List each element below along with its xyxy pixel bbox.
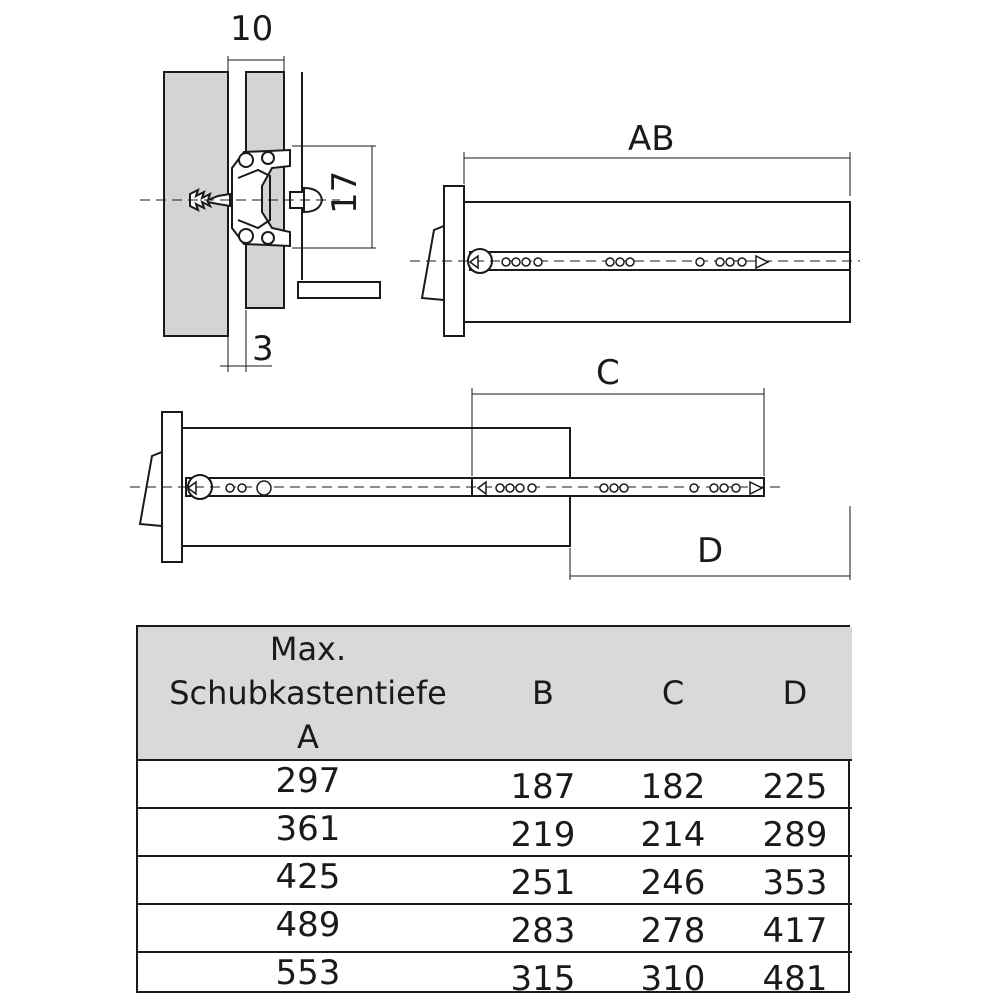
- cell-a: 297: [138, 760, 478, 809]
- dim-setback: 3: [252, 329, 274, 369]
- technical-drawing: 10 17 3 AB: [130, 9, 860, 580]
- cell-d: 481: [762, 959, 828, 999]
- table-row: 489 283 278 417: [138, 904, 852, 953]
- cell-d: 225: [738, 760, 852, 809]
- table-header-row: Max. Schubkastentiefe A B C D: [138, 627, 852, 761]
- header-a-line1: Max.: [269, 630, 347, 668]
- header-a-line2: Schubkastentiefe: [169, 674, 447, 712]
- cell-c: 278: [608, 904, 738, 953]
- front-bracket-extended: [138, 450, 163, 528]
- cross-section-view: [140, 56, 381, 372]
- extended-rail-holes: [186, 480, 764, 496]
- cell-c: 310: [640, 959, 706, 999]
- table-row: 553 315 310 481: [138, 952, 852, 999]
- header-a-line3: A: [297, 718, 319, 756]
- cell-a: 361: [138, 808, 478, 857]
- cell-b: 219: [478, 808, 608, 857]
- cell-d: 289: [738, 808, 852, 857]
- dimension-table: Max. Schubkastentiefe A B C D 297 187 18…: [136, 625, 852, 999]
- closed-rail-holes: [468, 254, 770, 270]
- cell-a: 425: [138, 856, 478, 905]
- dim-slide-height: 17: [325, 171, 365, 214]
- closed-side-view: [410, 152, 860, 337]
- table-row: 297 187 182 225: [138, 760, 852, 809]
- cell-b: 251: [478, 856, 608, 905]
- dim-overhang: D: [697, 531, 723, 571]
- extended-side-view: [130, 388, 851, 580]
- table-row: 425 251 246 353: [138, 856, 852, 905]
- cell-b: 283: [478, 904, 608, 953]
- cell-b: 187: [478, 760, 608, 809]
- dim-screw-spacing: 10: [230, 9, 273, 49]
- cell-a: 489: [138, 904, 478, 953]
- cell-d: 353: [738, 856, 852, 905]
- cell-c: 214: [608, 808, 738, 857]
- cell-b: 315: [510, 959, 576, 999]
- header-max-depth: Max. Schubkastentiefe A: [138, 627, 478, 761]
- cell-c: 246: [608, 856, 738, 905]
- drawer-bottom: [297, 281, 381, 299]
- dim-closed-length: AB: [628, 119, 675, 159]
- front-bracket: [420, 224, 445, 302]
- table-row: 361 219 214 289: [138, 808, 852, 857]
- dim-extension: C: [596, 353, 620, 393]
- header-c: C: [608, 627, 738, 761]
- cell-a: 553: [275, 953, 341, 993]
- cell-c: 182: [608, 760, 738, 809]
- header-b: B: [478, 627, 608, 761]
- cell-d: 417: [738, 904, 852, 953]
- header-d: D: [738, 627, 852, 761]
